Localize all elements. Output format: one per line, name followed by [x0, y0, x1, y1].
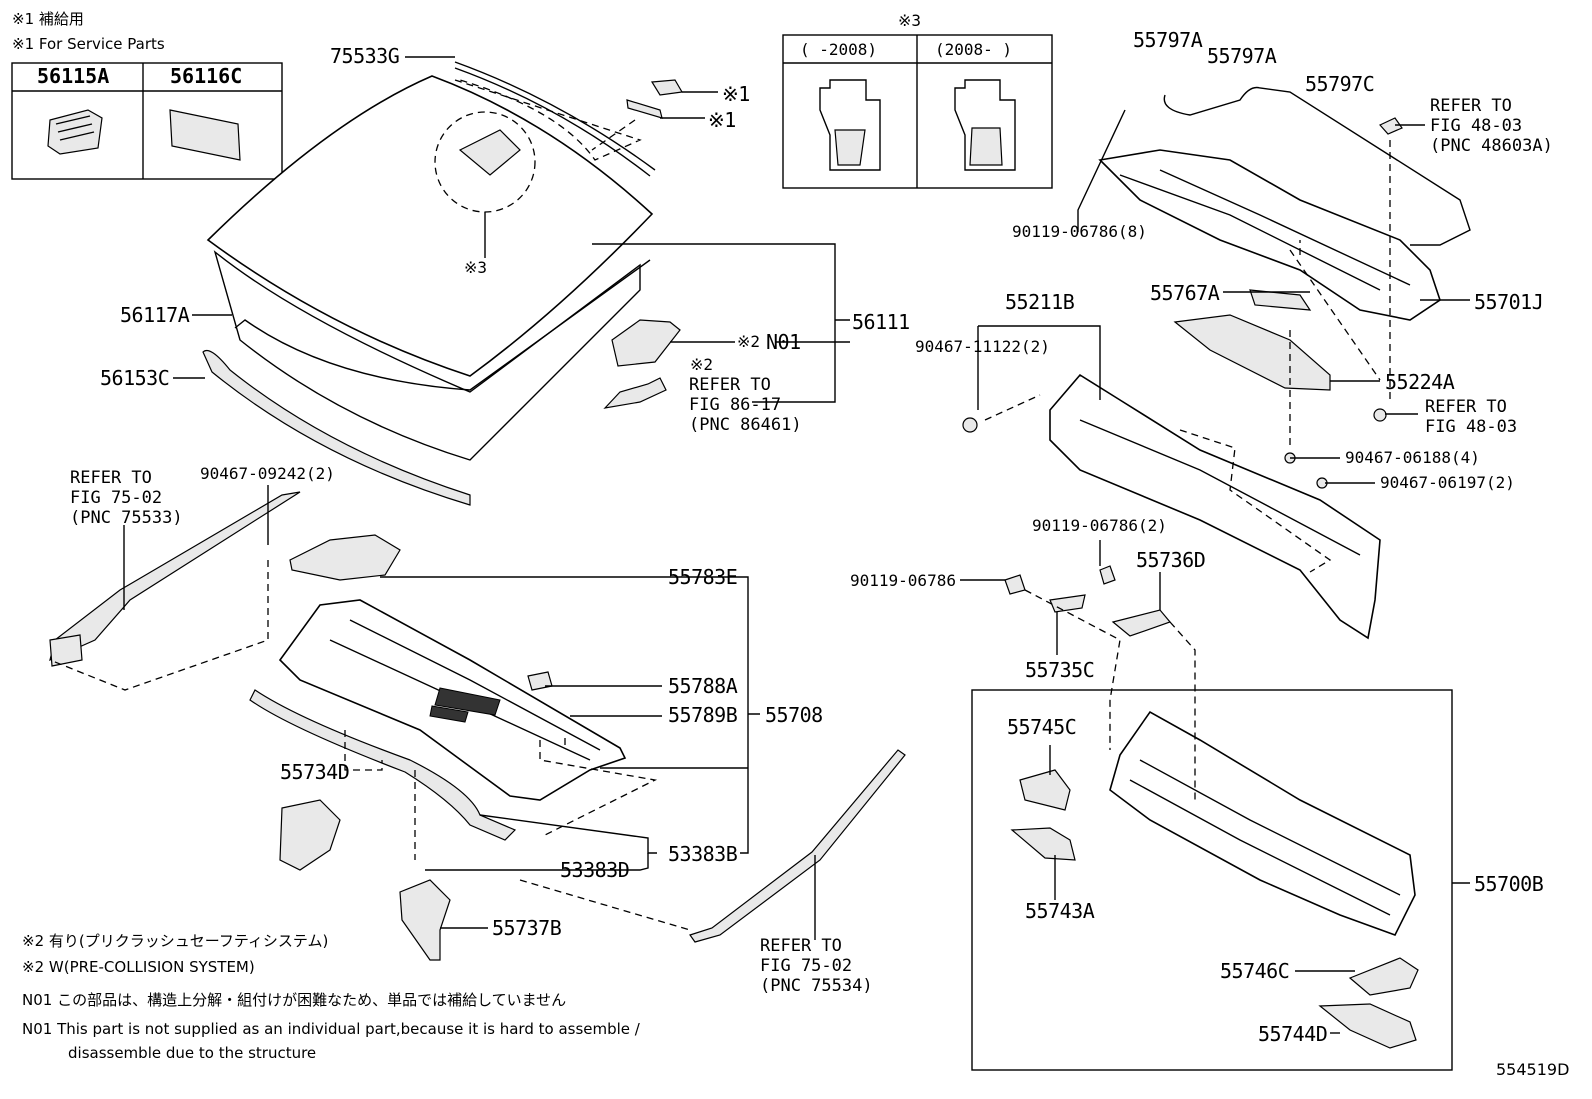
- ref-48-03-b-line2: FIG 48-03: [1425, 417, 1518, 437]
- ref-86-17[interactable]: REFER TO FIG 86-17 (PNC 86461): [689, 375, 802, 435]
- ref-48-03-a-line1: REFER TO: [1430, 96, 1512, 116]
- part-55708[interactable]: 55708: [765, 703, 823, 727]
- service-parts-table: [11, 62, 283, 180]
- service-part-56116c[interactable]: 56116C: [170, 64, 243, 88]
- ref-86-17-line2: FIG 86-17: [689, 395, 782, 415]
- footnote-2-jp: ※2 有り(プリクラッシュセーフティシステム): [22, 932, 329, 950]
- windshield-illustration: [202, 61, 656, 506]
- ref-75-02-a-line1: REFER TO: [70, 468, 152, 488]
- dashed-alignment: [49, 79, 1381, 931]
- part-55735c[interactable]: 55735C: [1025, 658, 1095, 682]
- part-55224a[interactable]: 55224A: [1385, 370, 1455, 394]
- ref-48-03-b-line1: REFER TO: [1425, 397, 1507, 417]
- footnote-n01-en-1: N01 This part is not supplied as an indi…: [22, 1020, 640, 1038]
- service-part-56115a[interactable]: 56115A: [37, 64, 110, 88]
- part-55767a[interactable]: 55767A: [1150, 281, 1220, 305]
- footnote-n01-jp: N01 この部品は、構造上分解・組付けが困難なため、単品では補給していません: [22, 991, 567, 1009]
- part-55797c[interactable]: 55797C: [1305, 72, 1375, 96]
- mark-2b: ※2: [690, 355, 714, 374]
- part-56117a[interactable]: 56117A: [120, 303, 190, 327]
- part-56153c[interactable]: 56153C: [100, 366, 170, 390]
- part-55746c[interactable]: 55746C: [1220, 959, 1290, 983]
- part-55744d[interactable]: 55744D: [1258, 1022, 1328, 1046]
- part-56111[interactable]: 56111: [852, 310, 910, 334]
- part-55797a-1[interactable]: 55797A: [1133, 28, 1203, 52]
- footnote-n01-en-2: disassemble due to the structure: [68, 1044, 317, 1062]
- part-53383d[interactable]: 53383D: [560, 858, 630, 882]
- part-55737b[interactable]: 55737B: [492, 916, 562, 940]
- dam-56153c: [202, 349, 471, 506]
- diagram-id: 554519D: [1496, 1060, 1570, 1079]
- pad-56116c-illustration: [169, 109, 241, 161]
- clip-56115a-illustration: [47, 109, 103, 155]
- mark-3: ※3: [464, 258, 488, 277]
- ref-86-17-line3: (PNC 86461): [689, 415, 802, 435]
- inset-3-mark: ※3: [898, 11, 922, 30]
- ref-75-02-b-line2: FIG 75-02: [760, 956, 853, 976]
- part-55797a-2[interactable]: 55797A: [1207, 44, 1277, 68]
- ref-75-02-b[interactable]: REFER TO FIG 75-02 (PNC 75534): [760, 936, 873, 996]
- part-55701j[interactable]: 55701J: [1474, 290, 1544, 314]
- part-55211b[interactable]: 55211B: [1005, 290, 1075, 314]
- ref-48-03-b[interactable]: REFER TO FIG 48-03: [1425, 397, 1517, 437]
- ref-48-03-a-line3: (PNC 48603A): [1430, 136, 1553, 156]
- inset-3-col-right: (2008- ): [935, 40, 1013, 59]
- part-90467-11122[interactable]: 90467-11122(2): [915, 337, 1050, 356]
- inset-3-box: [782, 34, 1053, 189]
- ref-75-02-a[interactable]: REFER TO FIG 75-02 (PNC 75533): [70, 468, 183, 528]
- part-55743a[interactable]: 55743A: [1025, 899, 1095, 923]
- part-90467-09242[interactable]: 90467-09242(2): [200, 464, 335, 483]
- part-75533g[interactable]: 75533G: [330, 44, 400, 68]
- part-55783e[interactable]: 55783E: [668, 565, 738, 589]
- cowl-top-right-illustration: [962, 86, 1471, 640]
- part-n01[interactable]: N01: [766, 330, 801, 354]
- part-53383b[interactable]: 53383B: [668, 842, 738, 866]
- part-90119-06786[interactable]: 90119-06786: [850, 571, 956, 590]
- part-90119-06786-8[interactable]: 90119-06786(8): [1012, 222, 1147, 241]
- part-55788a[interactable]: 55788A: [668, 674, 738, 698]
- ref-75-02-a-line2: FIG 75-02: [70, 488, 163, 508]
- part-90467-06188[interactable]: 90467-06188(4): [1345, 448, 1480, 467]
- service-note-jp: ※1 補給用: [12, 10, 84, 28]
- cowl-panel-box: [971, 689, 1453, 1071]
- part-90119-06786-2[interactable]: 90119-06786(2): [1032, 516, 1167, 535]
- ref-75-02-b-line3: (PNC 75534): [760, 976, 873, 996]
- part-55789b[interactable]: 55789B: [668, 703, 738, 727]
- service-note-en: ※1 For Service Parts: [12, 35, 165, 53]
- part-55700b[interactable]: 55700B: [1474, 872, 1544, 896]
- leader-lines: [123, 56, 1470, 1034]
- part-55745c[interactable]: 55745C: [1007, 715, 1077, 739]
- inset-3-col-left: ( -2008): [800, 40, 878, 59]
- cowl-louver-illustration: [49, 491, 906, 961]
- part-55736d[interactable]: 55736D: [1136, 548, 1206, 572]
- mark-1b: ※1: [708, 108, 736, 132]
- part-90467-06197[interactable]: 90467-06197(2): [1380, 473, 1515, 492]
- ref-48-03-a[interactable]: REFER TO FIG 48-03 (PNC 48603A): [1430, 96, 1553, 156]
- part-55734d[interactable]: 55734D: [280, 760, 350, 784]
- ref-75-02-b-line1: REFER TO: [760, 936, 842, 956]
- ref-75-02-a-line3: (PNC 75533): [70, 508, 183, 528]
- ref-86-17-line1: REFER TO: [689, 375, 771, 395]
- ref-48-03-a-line2: FIG 48-03: [1430, 116, 1523, 136]
- footnote-2-en: ※2 W(PRE-COLLISION SYSTEM): [22, 958, 255, 976]
- mark-1a: ※1: [722, 82, 750, 106]
- mark-2a: ※2: [737, 332, 761, 351]
